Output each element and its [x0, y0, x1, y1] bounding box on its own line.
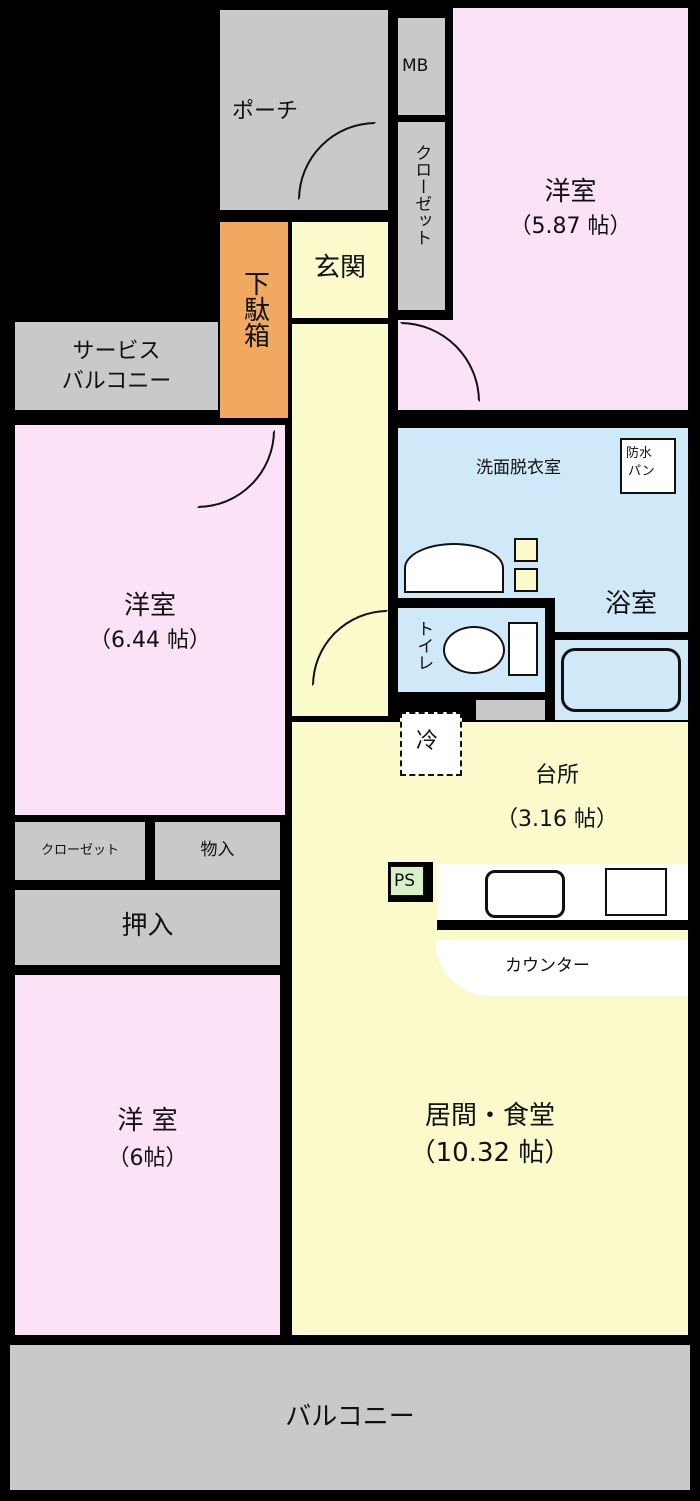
- bathroom: 浴室: [555, 510, 688, 632]
- closet: クローゼット: [15, 822, 145, 880]
- bathtub-icon: [561, 648, 681, 712]
- pipe-space: PS: [390, 866, 424, 896]
- bathtub-area: [555, 640, 688, 720]
- porch-label: ポーチ: [232, 99, 299, 124]
- service-balcony-line1: サービス: [72, 339, 161, 364]
- kitchen-counter: [437, 864, 688, 930]
- door-swing-icon: [197, 430, 275, 508]
- toilet: トイレ: [398, 608, 545, 692]
- entrance-label: 玄関: [313, 253, 366, 283]
- toilet-tank-icon: [508, 622, 538, 676]
- western-room-3-name: 洋 室: [117, 1106, 178, 1136]
- washroom-label: 洗面脱衣室: [476, 458, 561, 478]
- porch-area: ポーチ: [220, 10, 388, 210]
- oshiire: 押入: [15, 890, 280, 965]
- balcony: バルコニー: [10, 1345, 690, 1490]
- western-room-1-size: （5.87 帖）: [509, 214, 632, 239]
- balcony-label: バルコニー: [285, 1402, 415, 1432]
- service-balcony: サービス バルコニー: [15, 322, 218, 410]
- entry-closet: クローゼット: [398, 122, 445, 310]
- fridge-label: 冷: [416, 729, 439, 754]
- storage-label: 物入: [200, 840, 235, 860]
- waterproof-pan-line2: パン: [628, 464, 655, 479]
- meter-box: MB: [398, 18, 445, 115]
- bathroom-label: 浴室: [605, 589, 658, 619]
- counter-label: カウンター: [505, 956, 590, 976]
- ledge: [476, 700, 545, 720]
- entrance: 玄関: [292, 222, 388, 318]
- shaft-x-icon: [514, 568, 538, 592]
- living-dining-size: （10.32 帖）: [409, 1138, 571, 1168]
- closet-label: クローゼット: [40, 843, 119, 858]
- shoe-box: 下駄箱: [220, 222, 288, 418]
- shaft-icon: [514, 538, 538, 562]
- mb-label: MB: [402, 56, 429, 76]
- oshiire-label: 押入: [121, 911, 174, 941]
- fridge-space: 冷: [400, 712, 462, 776]
- toilet-bowl-icon: [443, 626, 505, 674]
- western-room-1-name: 洋室: [544, 177, 597, 207]
- stove-icon: [605, 868, 667, 916]
- ps-label: PS: [394, 871, 416, 891]
- kitchen-sink-icon: [485, 870, 565, 918]
- sink-icon: [404, 543, 504, 593]
- storage: 物入: [155, 822, 280, 880]
- service-balcony-line2: バルコニー: [61, 369, 172, 394]
- western-room-1: 洋室 （5.87 帖）: [453, 8, 688, 410]
- waterproof-pan-line1: 防水: [626, 446, 653, 461]
- hallway: [292, 324, 388, 716]
- western-room-2-name: 洋室: [123, 591, 176, 621]
- waterproof-pan: 防水 パン: [620, 438, 676, 494]
- western-room-3-size: （6帖）: [107, 1146, 188, 1171]
- door-swing-icon: [298, 122, 376, 200]
- living-dining-name: 居間・食堂: [424, 1101, 555, 1131]
- western-room-2-size: （6.44 帖）: [89, 628, 211, 653]
- western-room-2: 洋室 （6.44 帖）: [15, 425, 285, 815]
- toilet-label: トイレ: [413, 620, 434, 671]
- kitchen-size: （3.16 帖）: [496, 807, 618, 832]
- counter: カウンター: [435, 940, 688, 996]
- kitchen-name: 台所: [534, 763, 579, 788]
- western-room-1-door-area: [398, 320, 480, 410]
- door-swing-icon: [312, 610, 388, 686]
- living-dining-kitchen: 冷 台所 （3.16 帖） PS カウンター 居間・食堂 （10.32 帖）: [292, 712, 688, 1335]
- shoe-box-label: 下駄箱: [239, 270, 270, 348]
- western-room-3: 洋 室 （6帖）: [15, 975, 280, 1335]
- entry-closet-label: クローゼット: [411, 144, 432, 246]
